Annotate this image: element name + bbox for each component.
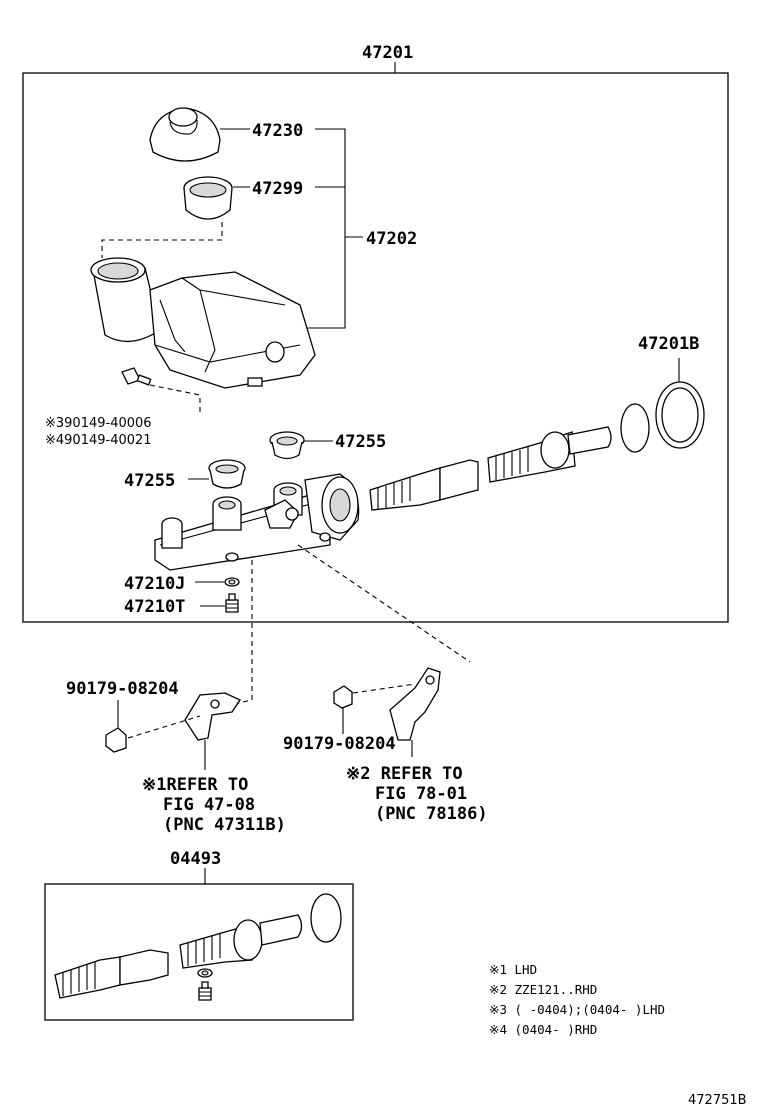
reservoir-pin xyxy=(121,367,152,386)
bleeder-plug xyxy=(225,593,239,613)
part-label-47201B[interactable]: 47201B xyxy=(638,334,699,354)
part-label-47202[interactable]: 47202 xyxy=(366,229,417,249)
kit-seal xyxy=(310,893,342,943)
part-label-47210T[interactable]: 47210T xyxy=(124,597,185,617)
part-label-90179-left[interactable]: 90179-08204 xyxy=(66,679,179,699)
nut-left xyxy=(105,727,127,753)
part-label-47299[interactable]: 47299 xyxy=(252,179,303,199)
ref-right-line1[interactable]: ※2 REFER TO xyxy=(346,764,463,784)
ref-right-line3[interactable]: (PNC 78186) xyxy=(375,804,488,824)
primary-piston xyxy=(487,426,612,483)
secondary-piston xyxy=(369,459,479,511)
kit-plug xyxy=(198,981,212,1001)
assembly-box xyxy=(22,72,729,623)
kit-primary-piston xyxy=(179,914,303,969)
part-label-pin-b[interactable]: ※490149-40021 xyxy=(45,433,152,448)
part-label-pin-a[interactable]: ※390149-40006 xyxy=(45,416,152,431)
part-label-90179-right[interactable]: 90179-08204 xyxy=(283,734,396,754)
ref-left-line2[interactable]: FIG 47-08 xyxy=(163,795,255,815)
kit-gasket xyxy=(197,968,213,978)
brake-fluid-reservoir xyxy=(90,257,316,389)
part-label-47255-upper[interactable]: 47255 xyxy=(335,432,386,452)
part-label-47210J[interactable]: 47210J xyxy=(124,574,185,594)
master-cylinder-body xyxy=(154,473,360,571)
o-ring xyxy=(655,381,705,449)
bracket-left xyxy=(184,692,241,741)
nut-right xyxy=(333,685,353,709)
reservoir-cap xyxy=(149,107,221,162)
kit-box xyxy=(44,883,354,1021)
gasket xyxy=(224,577,240,587)
ref-left-line1[interactable]: ※1REFER TO xyxy=(142,775,248,795)
note-3: ※3 ( -0404);(0404- )LHD xyxy=(489,1002,665,1017)
part-label-47230[interactable]: 47230 xyxy=(252,121,303,141)
grommet-lower xyxy=(208,459,246,489)
cylinder-seal xyxy=(620,403,650,453)
reservoir-strainer xyxy=(183,176,233,220)
bracket-right xyxy=(389,667,441,741)
part-label-04493[interactable]: 04493 xyxy=(170,849,221,869)
figure-id: 472751B xyxy=(688,1093,747,1108)
ref-left-line3[interactable]: (PNC 47311B) xyxy=(163,815,286,835)
ref-right-line2[interactable]: FIG 78-01 xyxy=(375,784,467,804)
part-label-47201[interactable]: 47201 xyxy=(362,43,413,63)
part-label-47255-lower[interactable]: 47255 xyxy=(124,471,175,491)
kit-secondary-piston xyxy=(54,949,169,999)
note-4: ※4 (0404- )RHD xyxy=(489,1022,597,1037)
note-2: ※2 ZZE121..RHD xyxy=(489,982,597,997)
note-1: ※1 LHD xyxy=(489,962,537,977)
grommet-upper xyxy=(269,431,305,460)
